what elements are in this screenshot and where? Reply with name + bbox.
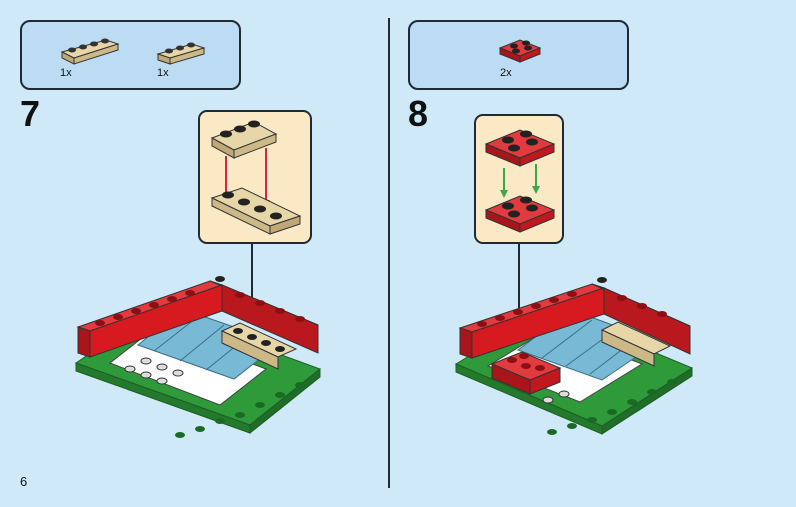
page-number: 6 xyxy=(20,474,28,489)
build-model-step-7 xyxy=(74,276,322,438)
part-qty: 1x xyxy=(157,67,169,79)
parts-list-step-8: 2x xyxy=(408,20,629,90)
tan-plate-1x4-icon xyxy=(60,38,120,65)
red-plate-stack-icon xyxy=(484,129,556,233)
parts-list-step-7: 1x 1x xyxy=(20,20,241,90)
step-number-8: 8 xyxy=(408,93,429,134)
part-qty: 1x xyxy=(60,67,72,79)
callout-step-7 xyxy=(198,110,312,244)
step-number-7: 7 xyxy=(20,93,41,134)
step-divider xyxy=(388,18,390,488)
red-plate-2x2-icon xyxy=(498,39,542,63)
part-qty: 2x xyxy=(500,67,512,79)
tan-plate-1x3-icon xyxy=(156,42,206,65)
build-model-step-8 xyxy=(454,277,694,435)
tan-plate-upper-icon xyxy=(210,120,302,235)
callout-step-8 xyxy=(474,114,564,244)
